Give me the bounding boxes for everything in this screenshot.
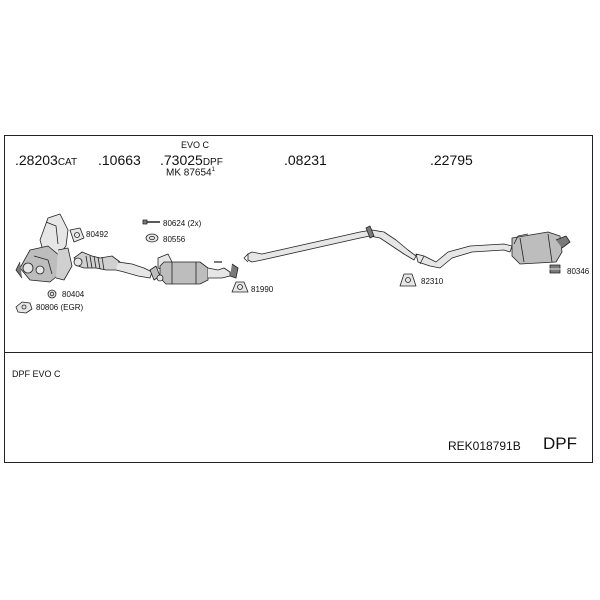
mounting-kit-superscript: 1 bbox=[211, 167, 215, 173]
part-number-3-suffix: DPF bbox=[202, 157, 223, 168]
accessory-label-81990: 81990 bbox=[251, 285, 274, 294]
accessory-label-80624: 80624 (2x) bbox=[163, 219, 202, 228]
diesel-particulate-filter-73025 bbox=[156, 253, 239, 285]
gasket-80806-egr bbox=[15, 301, 33, 314]
accessory-label-80492: 80492 bbox=[86, 230, 109, 239]
front-pipe-10663 bbox=[73, 251, 161, 281]
mounting-kit-number: 87654 bbox=[183, 167, 212, 179]
part-number-1-value: .28203 bbox=[15, 152, 58, 168]
bolt-80624 bbox=[142, 219, 160, 225]
part-number-4: .08231 bbox=[284, 152, 327, 168]
accessory-label-80806: 80806 (EGR) bbox=[36, 303, 84, 312]
accessory-label-80346: 80346 bbox=[567, 267, 590, 276]
kit-code: REK018791B bbox=[448, 439, 521, 453]
accessory-label-80404: 80404 bbox=[62, 290, 85, 299]
middle-pipe-08231 bbox=[243, 225, 417, 263]
mounting-kit-label: MK 876541 bbox=[166, 167, 215, 178]
part-number-1: .28203CAT bbox=[15, 153, 77, 168]
part-number-3: .73025DPF bbox=[160, 153, 223, 168]
part-number-2: .10663 bbox=[98, 152, 141, 168]
hanger-81990 bbox=[231, 281, 249, 293]
hanger-82310 bbox=[399, 273, 417, 287]
mounting-kit-prefix: MK bbox=[166, 167, 181, 179]
gasket-80404 bbox=[47, 289, 57, 299]
accessory-label-80556: 80556 bbox=[163, 235, 186, 244]
footer-note: DPF EVO C bbox=[12, 369, 61, 379]
part-number-1-suffix: CAT bbox=[57, 157, 78, 168]
exhaust-manifold-catalyst bbox=[15, 213, 73, 283]
gasket-80492 bbox=[69, 227, 85, 243]
rubber-mount-80346 bbox=[548, 264, 562, 274]
section-divider bbox=[4, 352, 593, 353]
part-number-3-value: .73025 bbox=[160, 152, 203, 168]
diagram-frame bbox=[4, 135, 593, 463]
rear-silencer-22795 bbox=[415, 231, 571, 269]
part-number-3-note: EVO C bbox=[181, 140, 210, 150]
part-number-5: .22795 bbox=[430, 152, 473, 168]
gasket-80556 bbox=[145, 233, 159, 243]
kit-type: DPF bbox=[543, 434, 577, 453]
accessory-label-82310: 82310 bbox=[421, 277, 444, 286]
